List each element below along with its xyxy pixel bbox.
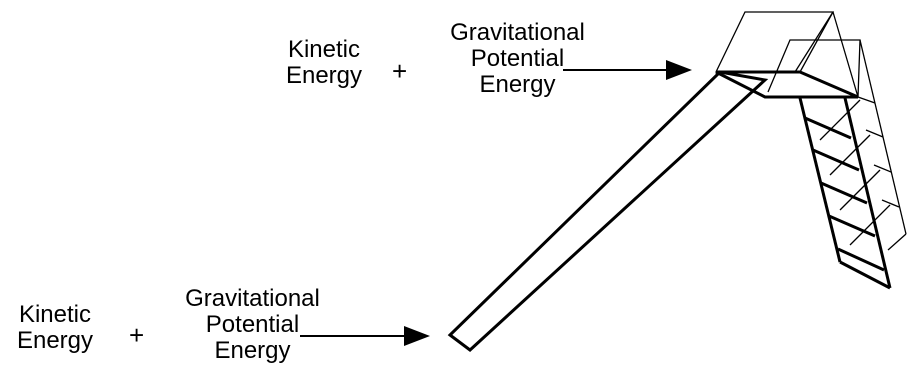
top-kinetic-line1: Kinetic bbox=[287, 36, 361, 63]
bottom-grav-line2: Potential bbox=[205, 311, 300, 338]
top-kinetic-line2: Energy bbox=[285, 62, 363, 89]
top-kinetic-energy-label: Kinetic Energy bbox=[276, 37, 372, 89]
top-gravitational-label: Gravitational Potential Energy bbox=[425, 20, 610, 98]
bottom-grav-line3: Energy bbox=[214, 337, 291, 364]
ladder-rungs bbox=[804, 116, 891, 290]
bottom-kinetic-energy-label: Kinetic Energy bbox=[7, 302, 103, 354]
top-plus-sign: + bbox=[392, 56, 408, 86]
bottom-kinetic-line2: Energy bbox=[16, 327, 94, 354]
ladder-rail-right bbox=[843, 97, 892, 289]
slide-surface bbox=[447, 70, 769, 352]
bottom-plus-sign: + bbox=[129, 320, 145, 350]
top-grav-line2: Potential bbox=[470, 45, 565, 72]
ladder-rail-left bbox=[798, 97, 842, 263]
arrow-bottom bbox=[300, 326, 430, 346]
bottom-grav-line1: Gravitational bbox=[185, 285, 320, 312]
top-grav-line3: Energy bbox=[479, 71, 556, 98]
bottom-gravitational-label: Gravitational Potential Energy bbox=[160, 286, 345, 364]
bottom-kinetic-line1: Kinetic bbox=[18, 301, 92, 328]
arrow-top bbox=[563, 60, 692, 80]
slide-frame-wireframe bbox=[715, 11, 907, 251]
top-grav-line1: Gravitational bbox=[450, 19, 585, 46]
